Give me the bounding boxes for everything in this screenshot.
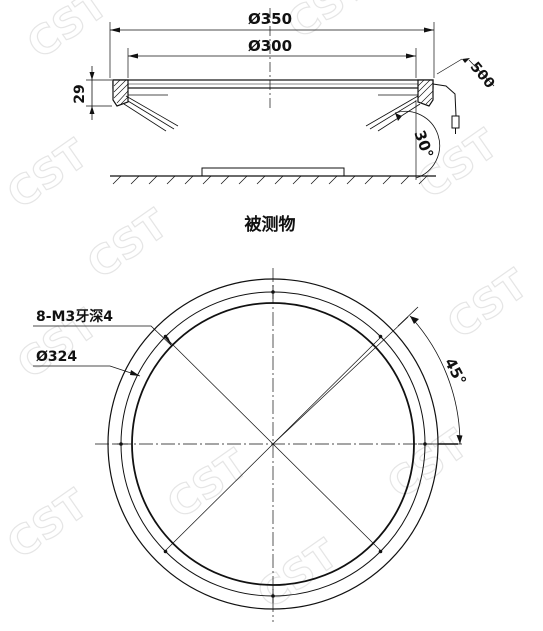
top-view [33, 268, 463, 622]
leader-thread [33, 325, 173, 347]
dim-inner-diameter: Ø300 [248, 37, 292, 55]
caption-test-object: 被测物 [245, 214, 296, 235]
watermark: CST [79, 201, 177, 289]
light-rays [123, 95, 421, 132]
angle-arc-30 [394, 110, 441, 179]
watermark: CST [0, 131, 97, 219]
label-hole-circle: Ø324 [36, 349, 77, 365]
mounting-holes [119, 290, 427, 598]
watermark: CST [439, 261, 537, 349]
test-object [201, 167, 345, 177]
dim-height: 29 [72, 84, 88, 103]
label-thread: 8-M3牙深4 [36, 308, 113, 325]
watermark: CST [379, 421, 477, 509]
leader-hole-circle [33, 365, 141, 377]
watermark: CST [279, 0, 377, 48]
watermark: CST [0, 481, 97, 569]
watermark: CST [19, 0, 117, 68]
watermark: CST [249, 531, 347, 619]
angle-arc-45 [409, 315, 461, 445]
dim-outer-diameter: Ø350 [248, 10, 292, 28]
inner-ring [131, 302, 415, 586]
cable [432, 83, 457, 117]
dim-angle-30: 30° [410, 128, 437, 161]
dim-cable-length: 500 [467, 59, 498, 92]
ring-section-left [112, 79, 129, 107]
watermark: CST [159, 441, 257, 529]
side-view [86, 8, 495, 185]
